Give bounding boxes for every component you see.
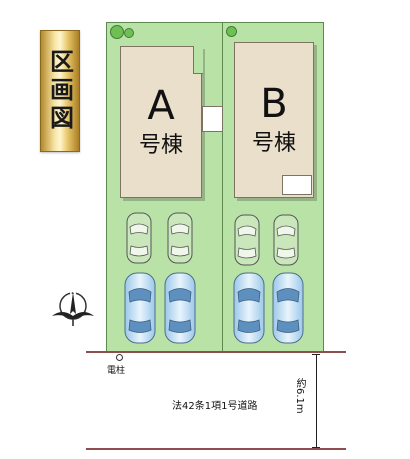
- house-a: A 号棟: [120, 46, 202, 198]
- car-icon: [124, 272, 156, 344]
- compass-north-label: N: [69, 287, 77, 297]
- tree-icon: [110, 25, 124, 39]
- car-icon: [167, 212, 193, 264]
- car-icon: [164, 272, 196, 344]
- tree-icon: [226, 26, 237, 37]
- dimension-tick-bottom: [312, 447, 320, 448]
- house-b: B 号棟: [234, 42, 314, 198]
- page-title: 区画図: [45, 49, 75, 133]
- road-edge-bottom: [86, 448, 346, 450]
- car-icon: [126, 212, 152, 264]
- north-arrow-icon: [52, 292, 94, 326]
- deck-a: [202, 106, 223, 132]
- deck-b: [282, 175, 312, 195]
- tree-icon: [124, 28, 134, 38]
- house-a-label: 号棟: [138, 133, 183, 158]
- car-icon: [273, 214, 299, 266]
- car-icon: [234, 214, 260, 266]
- title-plaque: 区画図: [40, 30, 80, 152]
- road-width-dimension: [316, 354, 317, 448]
- utility-pole-icon: [116, 354, 123, 361]
- road-edge-top: [86, 351, 346, 353]
- house-b-label: 号棟: [251, 131, 296, 156]
- house-a-letter: A: [147, 83, 175, 129]
- road-name: 法42条1項1号道路: [172, 401, 258, 412]
- pole-label: 電柱: [107, 366, 126, 376]
- car-icon: [272, 272, 304, 344]
- house-a-notch: [193, 46, 203, 74]
- dimension-tick-top: [312, 354, 320, 355]
- car-icon: [233, 272, 265, 344]
- house-b-letter: B: [260, 81, 288, 127]
- road-width-label: 約6.1m: [294, 378, 305, 414]
